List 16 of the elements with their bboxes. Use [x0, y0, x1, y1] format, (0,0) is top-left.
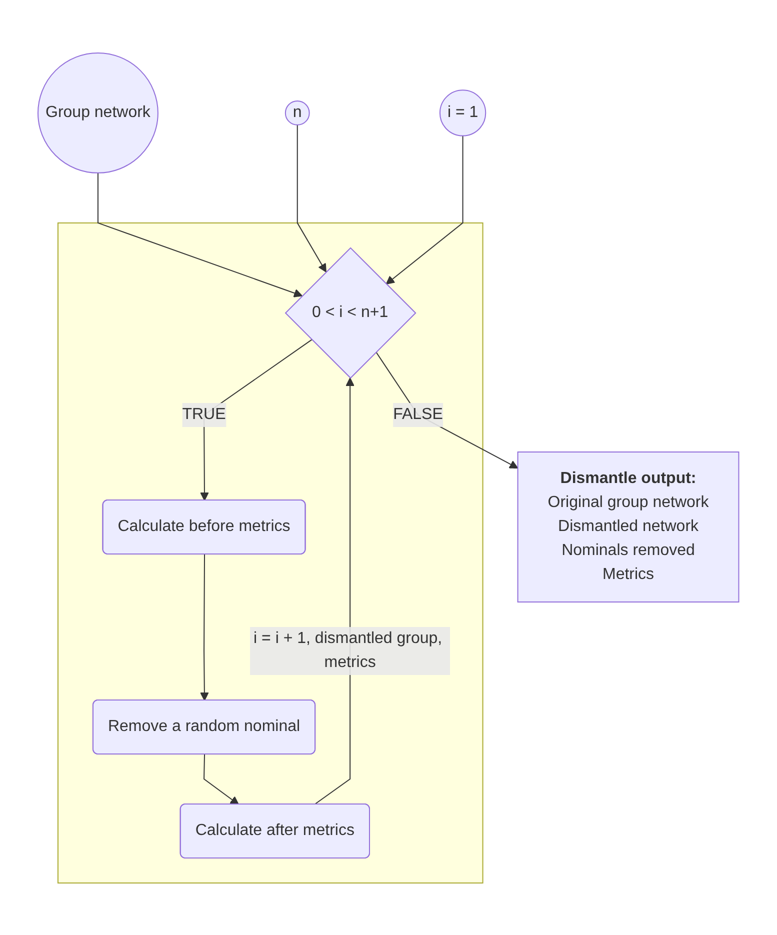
arrow	[386, 134, 464, 284]
edge-label: i = i + 1, dismantled group, metrics	[254, 629, 442, 670]
node-circle: n	[285, 100, 310, 125]
node-diamond: 0 < i < n+1	[284, 246, 416, 378]
cluster	[58, 222, 484, 883]
node-box: Dismantle output: Original group network Dismantled network Nominals removed Metrics	[517, 451, 740, 602]
arrow	[98, 172, 303, 297]
arrow	[376, 351, 518, 468]
edge-label: TRUE	[182, 405, 226, 422]
arrow	[200, 554, 209, 700]
arrow	[204, 753, 240, 804]
node-circle: Group network	[38, 52, 159, 173]
node-circle: i = 1	[440, 89, 486, 136]
arrow	[314, 377, 355, 804]
arrow	[297, 124, 327, 272]
edge-label: FALSE	[393, 405, 444, 422]
